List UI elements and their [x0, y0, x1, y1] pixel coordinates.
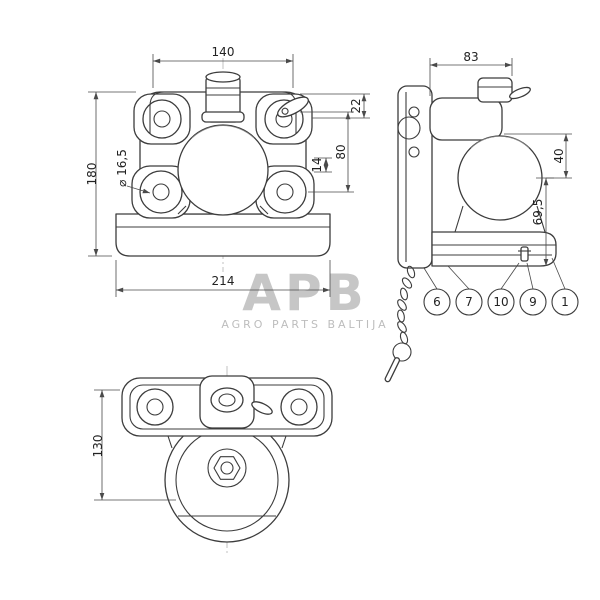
front-view-drawing [115, 58, 331, 272]
part-callouts: 6 7 10 9 1 [423, 257, 579, 316]
dim-front-cap-height: 22 [349, 98, 363, 113]
dim-side-ball-top: 40 [552, 148, 566, 163]
bottom-view-drawing [121, 366, 333, 556]
side-view-drawing [384, 77, 557, 383]
side-mounting-plate [397, 85, 433, 269]
front-boss-top-left [142, 99, 182, 139]
front-boss-bottom-left [139, 170, 183, 214]
chain [397, 265, 416, 345]
side-wing-handle [509, 86, 531, 100]
front-coupling-ball [177, 124, 269, 216]
front-wing-handle [277, 96, 309, 118]
side-bolt [520, 246, 529, 262]
side-view-dimensions: 83 40 69,5 [429, 50, 572, 266]
side-coupling-ball [457, 135, 543, 221]
bottom-wing-handle [251, 401, 273, 415]
side-plate-hole-top [408, 106, 420, 118]
callout-7: 7 [455, 288, 483, 316]
callout-10: 10 [487, 288, 515, 316]
callout-9: 9 [519, 288, 547, 316]
svg-text:9: 9 [529, 295, 537, 309]
bottom-view-dimensions: 130 [91, 389, 176, 501]
svg-text:6: 6 [433, 295, 441, 309]
side-base-housing [431, 231, 557, 267]
dim-front-width-base: 214 [212, 274, 235, 288]
linch-pin-ring [392, 342, 412, 362]
dim-side-ball-center: 69,5 [531, 199, 545, 226]
dim-side-depth: 83 [463, 50, 478, 64]
side-safety-ring [397, 116, 421, 140]
bottom-boss-right [280, 388, 318, 426]
bottom-hex-nut [213, 456, 241, 480]
bottom-nut-outer [207, 448, 247, 488]
dim-front-offset: 14 [310, 157, 324, 172]
watermark-subtitle: AGRO PARTS BALTIJA [221, 318, 388, 331]
linch-pin [384, 357, 401, 383]
dim-front-height: 180 [85, 163, 99, 186]
dim-front-upper-height: 80 [334, 144, 348, 159]
watermark-brand: APB [242, 264, 367, 322]
svg-text:10: 10 [493, 295, 508, 309]
front-base-flange [115, 213, 331, 257]
svg-text:7: 7 [465, 295, 473, 309]
front-boss-bottom-right [263, 170, 307, 214]
dim-front-width-top: 140 [212, 45, 235, 59]
callout-6: 6 [423, 288, 451, 316]
watermark: APB AGRO PARTS BALTIJA [221, 264, 388, 331]
svg-text:1: 1 [561, 295, 569, 309]
side-plate-hole-bottom [408, 146, 420, 158]
side-jaw [429, 97, 503, 141]
bottom-boss-left [136, 388, 174, 426]
dim-bottom-height: 130 [91, 435, 105, 458]
side-pin-cap [477, 77, 513, 103]
dim-front-hole-diameter: ⌀ 16,5 [115, 149, 129, 187]
callout-1: 1 [551, 288, 579, 316]
front-view-dimensions: 140 22 180 ⌀ 16,5 80 14 214 [85, 45, 370, 297]
